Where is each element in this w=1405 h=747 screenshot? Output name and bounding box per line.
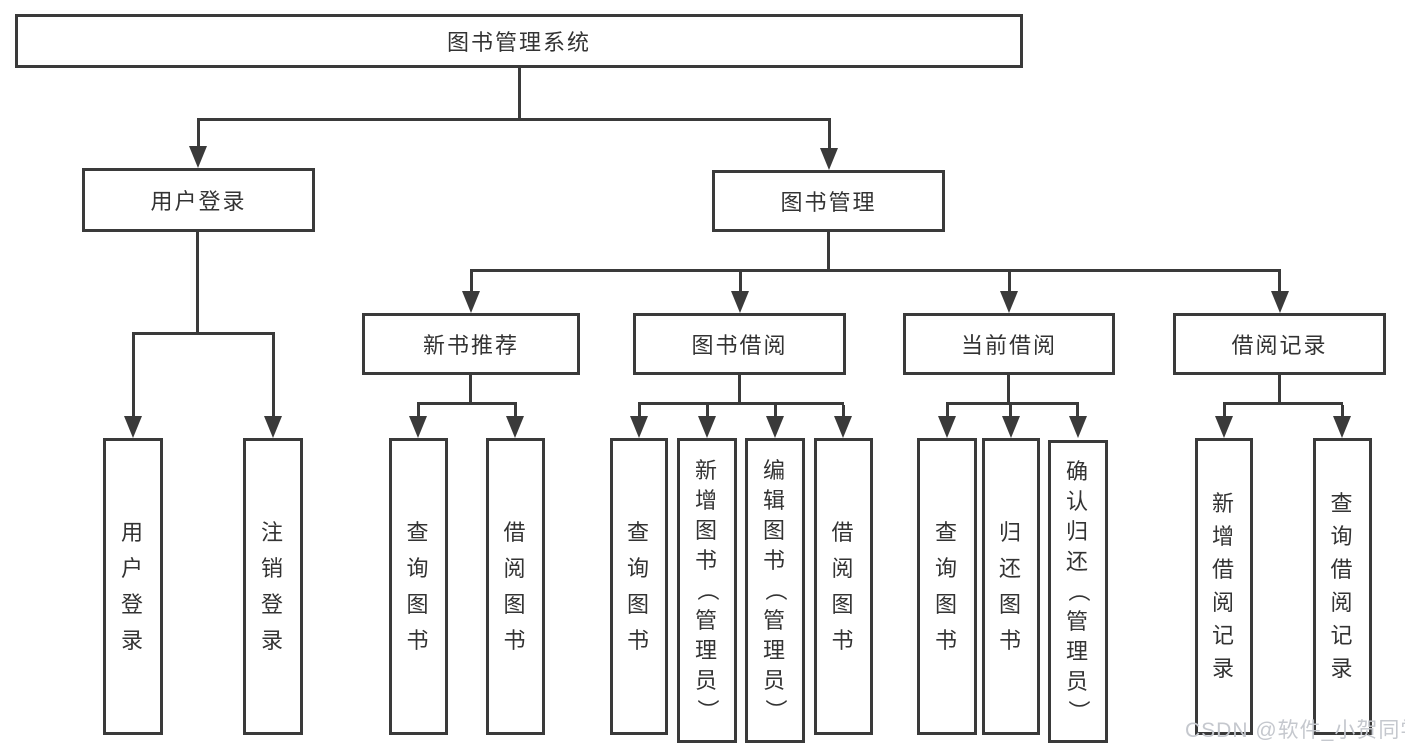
arrow-stem-book-mgmt: [828, 121, 831, 150]
arrow-down-icon: [124, 416, 142, 438]
arrow-stem-logout: [272, 335, 275, 416]
node-label: 图书管理: [780, 190, 877, 215]
arrow-down-icon: [409, 416, 427, 438]
arrow-down-icon: [1000, 291, 1018, 313]
arrow-stem: [417, 405, 420, 417]
records-trunk-line: [1278, 375, 1281, 405]
node-label: 当前借阅: [960, 333, 1057, 358]
node-current-borrow: 当前借阅: [903, 313, 1115, 375]
leaf-query-books-current: 查询图书: [917, 438, 977, 735]
leaf-borrow-books: 借阅图书: [814, 438, 873, 735]
user-login-trunk-line: [196, 232, 199, 335]
leaf-label: 新增图书（管理员）: [694, 457, 720, 723]
level3-branch-line: [470, 269, 1281, 272]
arrow-down-icon: [1069, 416, 1087, 438]
node-user-login: 用户登录: [82, 168, 315, 232]
node-label: 图书借阅: [691, 333, 788, 358]
root-trunk-line: [518, 68, 521, 121]
arrow-stem: [842, 405, 845, 417]
leaf-logout: 注销登录: [243, 438, 303, 735]
arrow-stem: [638, 405, 641, 417]
arrow-stem-borrow: [739, 272, 742, 293]
leaf-label: 新增借阅记录: [1211, 491, 1236, 681]
arrow-stem: [946, 405, 949, 417]
arrow-stem: [774, 405, 777, 417]
leaf-label: 注销登录: [260, 519, 285, 653]
leaf-query-books-borrow: 查询图书: [610, 438, 668, 735]
arrow-down-icon: [698, 416, 716, 438]
arrow-down-icon: [506, 416, 524, 438]
book-mgmt-trunk-line: [827, 232, 830, 272]
leaf-label: 借阅图书: [831, 519, 856, 653]
arrow-stem: [1341, 405, 1344, 417]
borrow-branch-line: [638, 402, 844, 405]
node-label: 借阅记录: [1231, 333, 1328, 358]
arrow-down-icon: [938, 416, 956, 438]
leaf-label: 确认归还（管理员）: [1065, 458, 1091, 724]
csdn-watermark: CSDN @软件_小贺同学: [1185, 719, 1405, 742]
node-book-borrow: 图书借阅: [633, 313, 846, 375]
arrow-stem-login: [132, 335, 135, 416]
arrow-stem-current: [1008, 272, 1011, 293]
arrow-down-icon: [834, 416, 852, 438]
node-label: 新书推荐: [422, 333, 519, 358]
arrow-down-icon: [1271, 291, 1289, 313]
node-new-book-recommend: 新书推荐: [362, 313, 580, 375]
node-library-management-system: 图书管理系统: [15, 14, 1023, 68]
arrow-stem-records: [1278, 272, 1281, 293]
leaf-label: 编辑图书（管理员）: [762, 457, 788, 723]
arrow-stem: [1223, 405, 1226, 417]
leaf-edit-books-admin: 编辑图书（管理员）: [745, 438, 805, 743]
current-branch-line: [946, 402, 1079, 405]
arrow-stem-user-login: [197, 121, 200, 148]
leaf-borrow-books-rec: 借阅图书: [486, 438, 545, 735]
leaf-confirm-return-admin: 确认归还（管理员）: [1048, 440, 1108, 743]
leaf-label: 归还图书: [998, 519, 1023, 653]
leaf-query-books-rec: 查询图书: [389, 438, 448, 735]
arrow-down-icon: [462, 291, 480, 313]
leaf-label: 查询图书: [934, 519, 959, 653]
arrow-stem: [1009, 405, 1012, 417]
borrow-trunk-line: [738, 375, 741, 405]
leaf-label: 查询借阅记录: [1330, 491, 1355, 681]
leaf-label: 用户登录: [120, 519, 145, 653]
arrow-stem-new-rec: [470, 272, 473, 293]
leaf-return-books: 归还图书: [982, 438, 1040, 735]
leaf-add-books-admin: 新增图书（管理员）: [677, 438, 737, 743]
arrow-stem: [706, 405, 709, 417]
arrow-down-icon: [820, 148, 838, 170]
new-rec-branch-line: [417, 402, 517, 405]
level2-branch-line: [197, 118, 831, 121]
node-book-management: 图书管理: [712, 170, 945, 232]
leaf-label: 查询图书: [626, 519, 651, 653]
leaf-label: 查询图书: [406, 519, 431, 653]
new-rec-trunk-line: [469, 375, 472, 405]
node-label: 用户登录: [150, 189, 247, 214]
leaf-user-login: 用户登录: [103, 438, 163, 735]
arrow-down-icon: [1215, 416, 1233, 438]
arrow-down-icon: [264, 416, 282, 438]
arrow-down-icon: [189, 146, 207, 168]
arrow-stem: [514, 405, 517, 417]
arrow-down-icon: [1333, 416, 1351, 438]
user-login-branch-line: [132, 332, 275, 335]
arrow-down-icon: [630, 416, 648, 438]
arrow-stem: [1076, 405, 1079, 417]
leaf-query-borrow-record: 查询借阅记录: [1313, 438, 1372, 735]
records-branch-line: [1223, 402, 1343, 405]
leaf-label: 借阅图书: [503, 519, 528, 653]
arrow-down-icon: [766, 416, 784, 438]
current-trunk-line: [1007, 375, 1010, 405]
arrow-down-icon: [1002, 416, 1020, 438]
node-borrow-records: 借阅记录: [1173, 313, 1386, 375]
arrow-down-icon: [731, 291, 749, 313]
node-label: 图书管理系统: [446, 30, 591, 55]
leaf-add-borrow-record: 新增借阅记录: [1195, 438, 1253, 735]
